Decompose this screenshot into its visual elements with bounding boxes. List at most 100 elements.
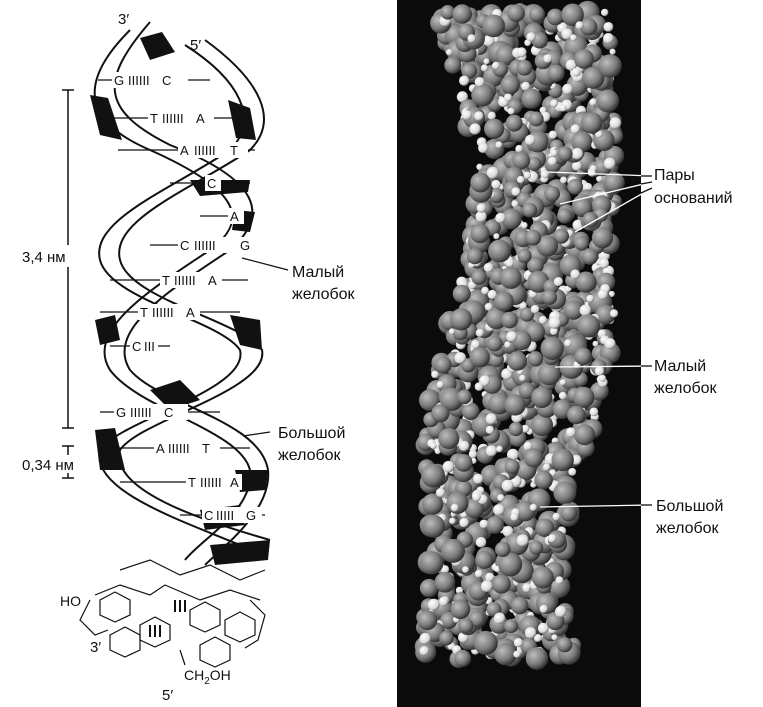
atom-hydrogen [603, 33, 614, 44]
atom-hydrogen [529, 503, 537, 511]
hbond: IIIIII [194, 238, 216, 253]
atom-heavy [470, 172, 491, 193]
base-right: T [230, 143, 238, 158]
atom-hydrogen [559, 104, 567, 112]
atom-hydrogen [486, 166, 499, 179]
atom-cluster [414, 0, 625, 670]
atom-hydrogen [481, 580, 493, 592]
base-right: A [230, 209, 239, 224]
atom-hydrogen [459, 517, 469, 528]
atom-hydrogen [571, 67, 581, 77]
atom-hydrogen [484, 302, 493, 311]
atom-hydrogen [449, 517, 456, 525]
atom-heavy [507, 351, 527, 371]
base-right: G [246, 508, 256, 523]
atom-heavy [574, 424, 595, 446]
atom-hydrogen [483, 35, 495, 47]
base-right: A [230, 475, 239, 490]
atom-hydrogen [566, 427, 576, 438]
atom-heavy [598, 54, 622, 78]
atom-heavy [577, 314, 601, 338]
atom-heavy [484, 118, 505, 139]
atom-hydrogen [589, 169, 596, 177]
atom-hydrogen [487, 111, 496, 120]
atom-heavy [525, 647, 549, 670]
atom-hydrogen [571, 147, 584, 160]
atom-hydrogen [555, 576, 564, 585]
atom-hydrogen [524, 627, 537, 639]
atom-heavy [470, 224, 490, 244]
atom-hydrogen [485, 413, 497, 425]
strand-end-5prime-top: 5′ [190, 37, 201, 54]
atom-heavy [596, 89, 620, 113]
groove-pointers-right-outside [640, 175, 653, 506]
atom-heavy [444, 56, 462, 74]
atom-hydrogen [523, 441, 533, 451]
atom-heavy [438, 427, 460, 450]
atom-hydrogen [493, 233, 500, 240]
atom-hydrogen [483, 262, 494, 273]
atom-hydrogen [485, 445, 497, 457]
atom-hydrogen [501, 479, 514, 492]
atom-heavy [560, 504, 578, 522]
atom-hydrogen [543, 54, 553, 63]
atom-hydrogen [610, 309, 619, 318]
atom-heavy [464, 498, 485, 519]
atom-heavy [439, 387, 464, 411]
atom-hydrogen [491, 179, 501, 190]
atom-heavy [450, 599, 471, 620]
base-left: A [180, 143, 189, 158]
atom-heavy [531, 566, 554, 589]
atom-hydrogen [511, 187, 521, 197]
atom-hydrogen [579, 304, 592, 317]
atom-hydrogen [479, 375, 491, 387]
base-right: T [202, 441, 210, 456]
minor-groove-label-line2: желобок [292, 286, 356, 303]
hbond-hatches [149, 600, 186, 637]
atom-heavy [452, 4, 473, 24]
atom-heavy [434, 572, 456, 593]
atom-heavy [527, 256, 544, 274]
hbond: IIIIII [200, 475, 222, 490]
atom-hydrogen [462, 566, 469, 573]
atom-heavy [507, 4, 525, 22]
atom-hydrogen [446, 49, 453, 56]
atom-hydrogen [552, 512, 561, 521]
atom-heavy [440, 611, 458, 630]
atom-heavy [510, 596, 529, 615]
atom-heavy [419, 389, 441, 412]
groove-pointers-right [539, 171, 653, 508]
strand-end-5prime-bottom: 5′ [162, 687, 173, 704]
atom-hydrogen [493, 612, 506, 624]
atom-heavy [434, 356, 452, 374]
atom-hydrogen [550, 327, 558, 336]
atom-hydrogen [473, 473, 484, 484]
dimension-step [20, 445, 100, 479]
base-left: A [156, 441, 165, 456]
atom-hydrogen [598, 374, 607, 382]
atom-heavy [421, 463, 445, 488]
atom-hydrogen [524, 134, 536, 146]
atom-hydrogen [467, 34, 476, 43]
atom-hydrogen [448, 328, 456, 335]
atom-hydrogen [474, 77, 485, 87]
nucleotide-structure [79, 559, 266, 668]
atom-heavy [505, 114, 523, 132]
atom-heavy [499, 266, 522, 289]
atom-heavy [495, 45, 516, 66]
atom-heavy [582, 66, 605, 89]
base-left: G [114, 73, 124, 88]
atom-hydrogen [547, 156, 557, 166]
atom-heavy [452, 284, 471, 303]
dimension-step-label: 0,34 нм [22, 457, 74, 474]
atom-hydrogen [478, 142, 489, 154]
atom-hydrogen [475, 537, 487, 548]
atom-hydrogen [468, 449, 478, 459]
atom-heavy [475, 550, 494, 570]
atom-heavy [575, 271, 597, 293]
atom-hydrogen [561, 28, 573, 40]
atom-hydrogen [548, 130, 558, 140]
atom-hydrogen [572, 161, 582, 171]
atom-heavy [501, 208, 522, 230]
atom-hydrogen [439, 596, 449, 607]
